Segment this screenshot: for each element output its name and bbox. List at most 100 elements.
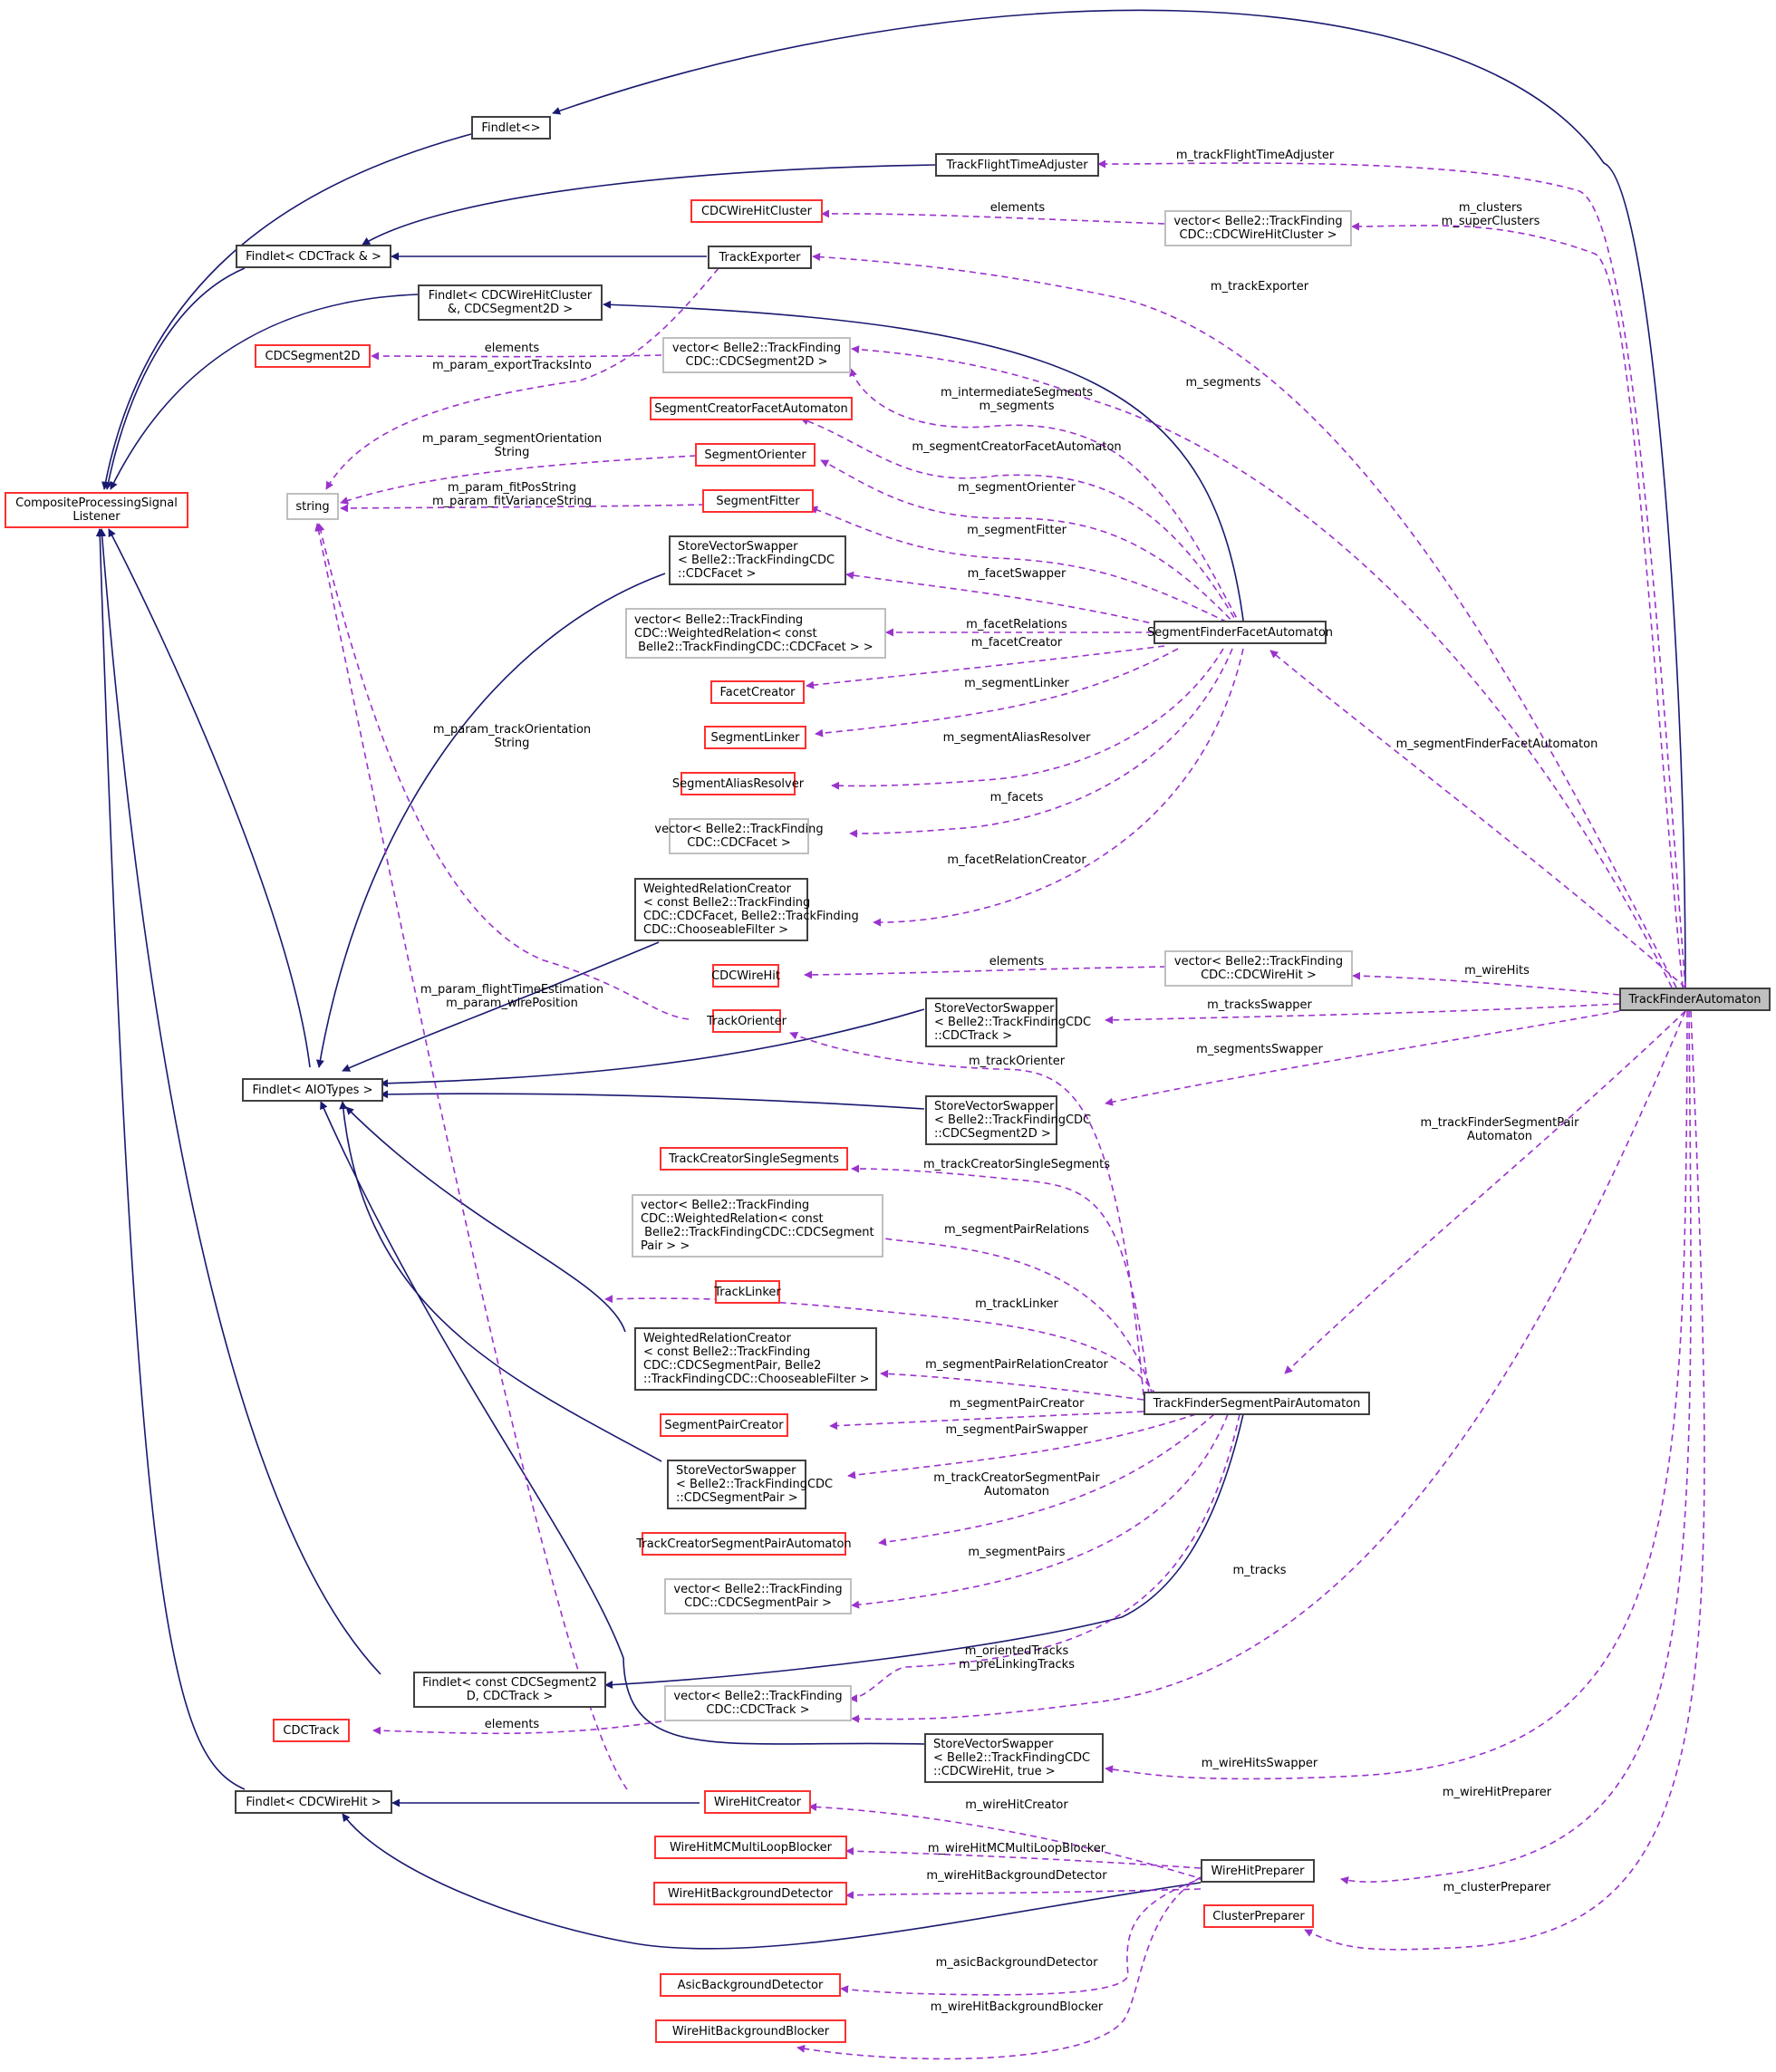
node-vector-wire-hit-cluster[interactable]: vector< Belle2::TrackFinding CDC::CDCWir… [1164, 210, 1352, 246]
label-m-track-linker: m_trackLinker [975, 1297, 1058, 1311]
label-m-wire-hit-background-blocker: m_wireHitBackgroundBlocker [930, 2000, 1104, 2014]
node-facet-creator[interactable]: FacetCreator [710, 680, 805, 704]
label-m-segment-pair-creator: m_segmentPairCreator [949, 1397, 1085, 1411]
node-segment-orienter[interactable]: SegmentOrienter [695, 443, 816, 467]
node-weighted-relation-creator-segment-pair[interactable]: WeightedRelationCreator < const Belle2::… [634, 1327, 877, 1391]
node-vector-track[interactable]: vector< Belle2::TrackFinding CDC::CDCTra… [664, 1685, 852, 1721]
node-segment-fitter[interactable]: SegmentFitter [702, 489, 814, 513]
label-m-segment-pair-relations: m_segmentPairRelations [943, 1223, 1090, 1237]
label-m-track-finder-segment-pair-automaton: m_trackFinderSegmentPair Automaton [1420, 1116, 1579, 1143]
inheritance-edges [95, 9, 1686, 1950]
node-store-vector-swapper-track[interactable]: StoreVectorSwapper < Belle2::TrackFindin… [925, 997, 1091, 1047]
node-track-creator-segment-pair-automaton[interactable]: TrackCreatorSegmentPairAutomaton [636, 1532, 852, 1556]
label-elements-wire-hit: elements [989, 955, 1045, 969]
node-wire-hit-mc-multi-loop-blocker[interactable]: WireHitMCMultiLoopBlocker [654, 1836, 847, 1859]
node-vector-weighted-relation-facet[interactable]: vector< Belle2::TrackFinding CDC::Weight… [625, 608, 886, 659]
label-m-segments: m_segments [1185, 376, 1261, 390]
label-m-facet-creator: m_facetCreator [970, 636, 1063, 650]
node-store-vector-swapper-segment-pair[interactable]: StoreVectorSwapper < Belle2::TrackFindin… [667, 1460, 833, 1509]
node-vector-wire-hit[interactable]: vector< Belle2::TrackFinding CDC::CDCWir… [1164, 950, 1353, 987]
node-asic-background-detector[interactable]: AsicBackgroundDetector [660, 1973, 841, 1997]
label-m-param-fit-pos-string: m_param_fitPosString m_param_fitVariance… [431, 481, 593, 508]
label-m-param-segment-orientation-string: m_param_segmentOrientation String [421, 432, 603, 459]
node-findlet-cdc-wire-hit[interactable]: Findlet< CDCWireHit > [235, 1790, 392, 1814]
node-string[interactable]: string [286, 493, 339, 520]
label-m-clusters: m_clusters m_superClusters [1441, 201, 1540, 228]
node-findlet-cdctrack-ref[interactable]: Findlet< CDCTrack & > [236, 245, 391, 268]
label-m-track-flight-time-adjuster: m_trackFlightTimeAdjuster [1175, 149, 1335, 162]
label-m-track-creator-segment-pair-automaton: m_trackCreatorSegmentPair Automaton [933, 1471, 1100, 1499]
node-vector-segment2d[interactable]: vector< Belle2::TrackFinding CDC::CDCSeg… [662, 337, 851, 373]
label-m-track-creator-single-segments: m_trackCreatorSingleSegments [923, 1158, 1110, 1171]
node-weighted-relation-creator-facet[interactable]: WeightedRelationCreator < const Belle2::… [634, 878, 859, 941]
label-m-facets: m_facets [989, 791, 1044, 805]
node-store-vector-swapper-wire-hit[interactable]: StoreVectorSwapper < Belle2::TrackFindin… [924, 1733, 1104, 1783]
label-m-wire-hits: m_wireHits [1464, 964, 1530, 978]
node-segment-creator-facet-automaton[interactable]: SegmentCreatorFacetAutomaton [650, 397, 853, 420]
label-m-wire-hit-background-detector: m_wireHitBackgroundDetector [926, 1869, 1107, 1883]
label-m-track-orienter: m_trackOrienter [968, 1055, 1066, 1068]
label-m-wire-hits-swapper: m_wireHitsSwapper [1201, 1757, 1318, 1770]
node-vector-facet[interactable]: vector< Belle2::TrackFinding CDC::CDCFac… [654, 818, 824, 854]
label-m-oriented-tracks: m_orientedTracks m_preLinkingTracks [959, 1644, 1075, 1672]
label-m-facet-relation-creator: m_facetRelationCreator [947, 853, 1086, 867]
node-cdc-track[interactable]: CDCTrack [273, 1719, 350, 1742]
node-findlet-const-segment2d-track[interactable]: Findlet< const CDCSegment2 D, CDCTrack > [413, 1672, 606, 1708]
label-m-segment-creator-facet-automaton: m_segmentCreatorFacetAutomaton [912, 440, 1122, 454]
label-m-tracks-swapper: m_tracksSwapper [1207, 998, 1312, 1012]
label-m-segment-orienter: m_segmentOrienter [957, 481, 1076, 495]
node-track-flight-time-adjuster[interactable]: TrackFlightTimeAdjuster [935, 153, 1099, 177]
label-m-segment-finder-facet-automaton: m_segmentFinderFacetAutomaton [1395, 737, 1598, 751]
node-segment-pair-creator[interactable]: SegmentPairCreator [660, 1413, 788, 1437]
label-m-cluster-preparer: m_clusterPreparer [1443, 1881, 1551, 1894]
label-m-wire-hit-preparer: m_wireHitPreparer [1442, 1786, 1552, 1799]
node-segment-finder-facet-automaton[interactable]: SegmentFinderFacetAutomaton [1147, 621, 1333, 644]
label-m-tracks: m_tracks [1232, 1564, 1287, 1577]
node-cluster-preparer[interactable]: ClusterPreparer [1203, 1904, 1314, 1928]
node-segment-alias-resolver[interactable]: SegmentAliasResolver [672, 772, 804, 795]
node-findlet-aiotypes[interactable]: Findlet< AIOTypes > [242, 1078, 383, 1102]
node-wire-hit-preparer[interactable]: WireHitPreparer [1201, 1859, 1315, 1883]
label-elements-segment2d: elements [484, 342, 540, 355]
node-vector-segment-pair[interactable]: vector< Belle2::TrackFinding CDC::CDCSeg… [664, 1578, 852, 1614]
node-track-linker[interactable]: TrackLinker [714, 1280, 781, 1304]
node-track-finder-automaton[interactable]: TrackFinderAutomaton [1619, 988, 1771, 1011]
node-cdc-wire-hit-cluster[interactable]: CDCWireHitCluster [690, 199, 823, 223]
node-track-finder-segment-pair-automaton[interactable]: TrackFinderSegmentPairAutomaton [1144, 1392, 1370, 1415]
node-findlet-cluster-segment[interactable]: Findlet< CDCWireHitCluster &, CDCSegment… [418, 284, 603, 321]
label-elements-track: elements [484, 1718, 540, 1731]
label-m-wire-hit-creator: m_wireHitCreator [965, 1798, 1068, 1812]
label-m-param-track-orientation-string: m_param_trackOrientation String [432, 723, 592, 750]
label-m-segment-pair-relation-creator: m_segmentPairRelationCreator [925, 1358, 1108, 1372]
node-segment-linker[interactable]: SegmentLinker [704, 726, 806, 749]
node-cdc-segment2d[interactable]: CDCSegment2D [255, 344, 371, 368]
label-m-intermediate-segments: m_intermediateSegments m_segments [940, 386, 1094, 413]
label-m-asic-background-detector: m_asicBackgroundDetector [935, 1956, 1098, 1970]
node-track-exporter[interactable]: TrackExporter [708, 246, 812, 269]
label-m-segment-alias-resolver: m_segmentAliasResolver [942, 731, 1091, 745]
usage-edges [314, 159, 1705, 2060]
label-m-segment-pairs: m_segmentPairs [968, 1546, 1066, 1559]
node-store-vector-swapper-segment2d[interactable]: StoreVectorSwapper < Belle2::TrackFindin… [925, 1095, 1091, 1145]
node-wire-hit-background-blocker[interactable]: WireHitBackgroundBlocker [655, 2019, 846, 2043]
node-track-creator-single-segments[interactable]: TrackCreatorSingleSegments [660, 1147, 848, 1171]
label-m-track-exporter: m_trackExporter [1210, 280, 1309, 294]
label-m-param-export-tracks-into: m_param_exportTracksInto [432, 359, 592, 372]
node-vector-weighted-relation-segment-pair[interactable]: vector< Belle2::TrackFinding CDC::Weight… [632, 1194, 883, 1258]
node-track-orienter[interactable]: TrackOrienter [707, 1009, 787, 1033]
node-store-vector-swapper-facet[interactable]: StoreVectorSwapper < Belle2::TrackFindin… [669, 535, 846, 585]
label-m-segment-pair-swapper: m_segmentPairSwapper [945, 1423, 1088, 1437]
label-m-segment-fitter: m_segmentFitter [967, 524, 1067, 537]
node-composite-processing-signal-listener[interactable]: CompositeProcessingSignal Listener [5, 492, 188, 528]
label-m-segments-swapper: m_segmentsSwapper [1196, 1043, 1323, 1056]
label-m-param-flight-time-estimation: m_param_flightTimeEstimation m_param_wir… [420, 983, 604, 1010]
node-cdc-wire-hit[interactable]: CDCWireHit [711, 964, 780, 988]
node-wire-hit-creator[interactable]: WireHitCreator [704, 1790, 811, 1814]
label-elements-cluster: elements [989, 201, 1046, 215]
label-m-facet-relations: m_facetRelations [966, 618, 1067, 631]
label-m-facet-swapper: m_facetSwapper [967, 567, 1067, 581]
node-wire-hit-background-detector[interactable]: WireHitBackgroundDetector [653, 1882, 847, 1905]
node-findlet-empty[interactable]: Findlet<> [471, 116, 551, 140]
